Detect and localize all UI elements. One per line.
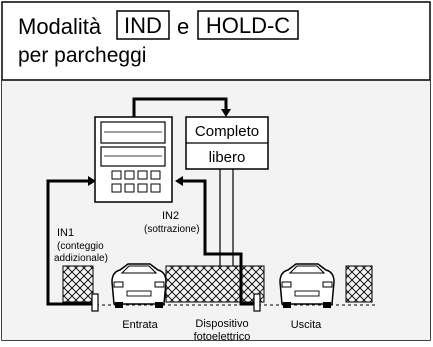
- title-subtitle: per parcheggi: [18, 44, 146, 67]
- keypad-key: [111, 170, 122, 180]
- output-arrowhead: [221, 109, 231, 117]
- keypad-key: [124, 170, 135, 180]
- car-entrance-icon: [111, 263, 167, 308]
- wall-left: [62, 265, 94, 303]
- keypad-key: [111, 183, 122, 193]
- mode-ind-box: [116, 10, 170, 40]
- in2-arrowhead: [175, 176, 183, 186]
- sign-free-label: libero: [209, 149, 246, 166]
- keypad-key: [124, 183, 135, 193]
- exit-label: Uscita: [291, 319, 322, 331]
- sensor-right: [253, 293, 261, 312]
- keypad-key: [150, 183, 161, 193]
- sign-full-label: Completo: [195, 123, 259, 140]
- sensor-left: [91, 293, 99, 312]
- wall-middle: [165, 265, 265, 303]
- title-word-and: e: [177, 14, 189, 39]
- entrance-label: Entrata: [122, 319, 158, 331]
- car-exit-icon: [279, 263, 335, 308]
- mode-hold-label: HOLD-C: [206, 13, 290, 38]
- in1-line: [46, 179, 92, 306]
- sensor-label-line2: fotoelettrico: [194, 331, 251, 343]
- in1-arrowhead: [88, 176, 96, 186]
- keypad-key: [137, 183, 148, 193]
- counter-display-bottom: [100, 146, 166, 167]
- in1-label: IN1: [57, 227, 74, 239]
- in2-label: IN2: [162, 210, 179, 222]
- keypad-key: [137, 170, 148, 180]
- in2-note: (sottrazione): [144, 224, 200, 235]
- mode-hold-box: [197, 10, 299, 40]
- in1-note-line2: addizionale): [54, 253, 108, 264]
- sensor-label-line1: Dispositivo: [195, 318, 248, 330]
- counter-keypad: [111, 170, 161, 193]
- in2-line: [183, 179, 254, 306]
- mode-ind-label: IND: [124, 13, 162, 38]
- counter-display-top: [100, 121, 166, 144]
- title-word-mode: Modalità: [18, 14, 102, 39]
- output-line: [132, 97, 228, 117]
- in1-note-line1: (conteggio: [57, 241, 104, 252]
- keypad-key: [150, 170, 161, 180]
- wall-right: [345, 265, 373, 303]
